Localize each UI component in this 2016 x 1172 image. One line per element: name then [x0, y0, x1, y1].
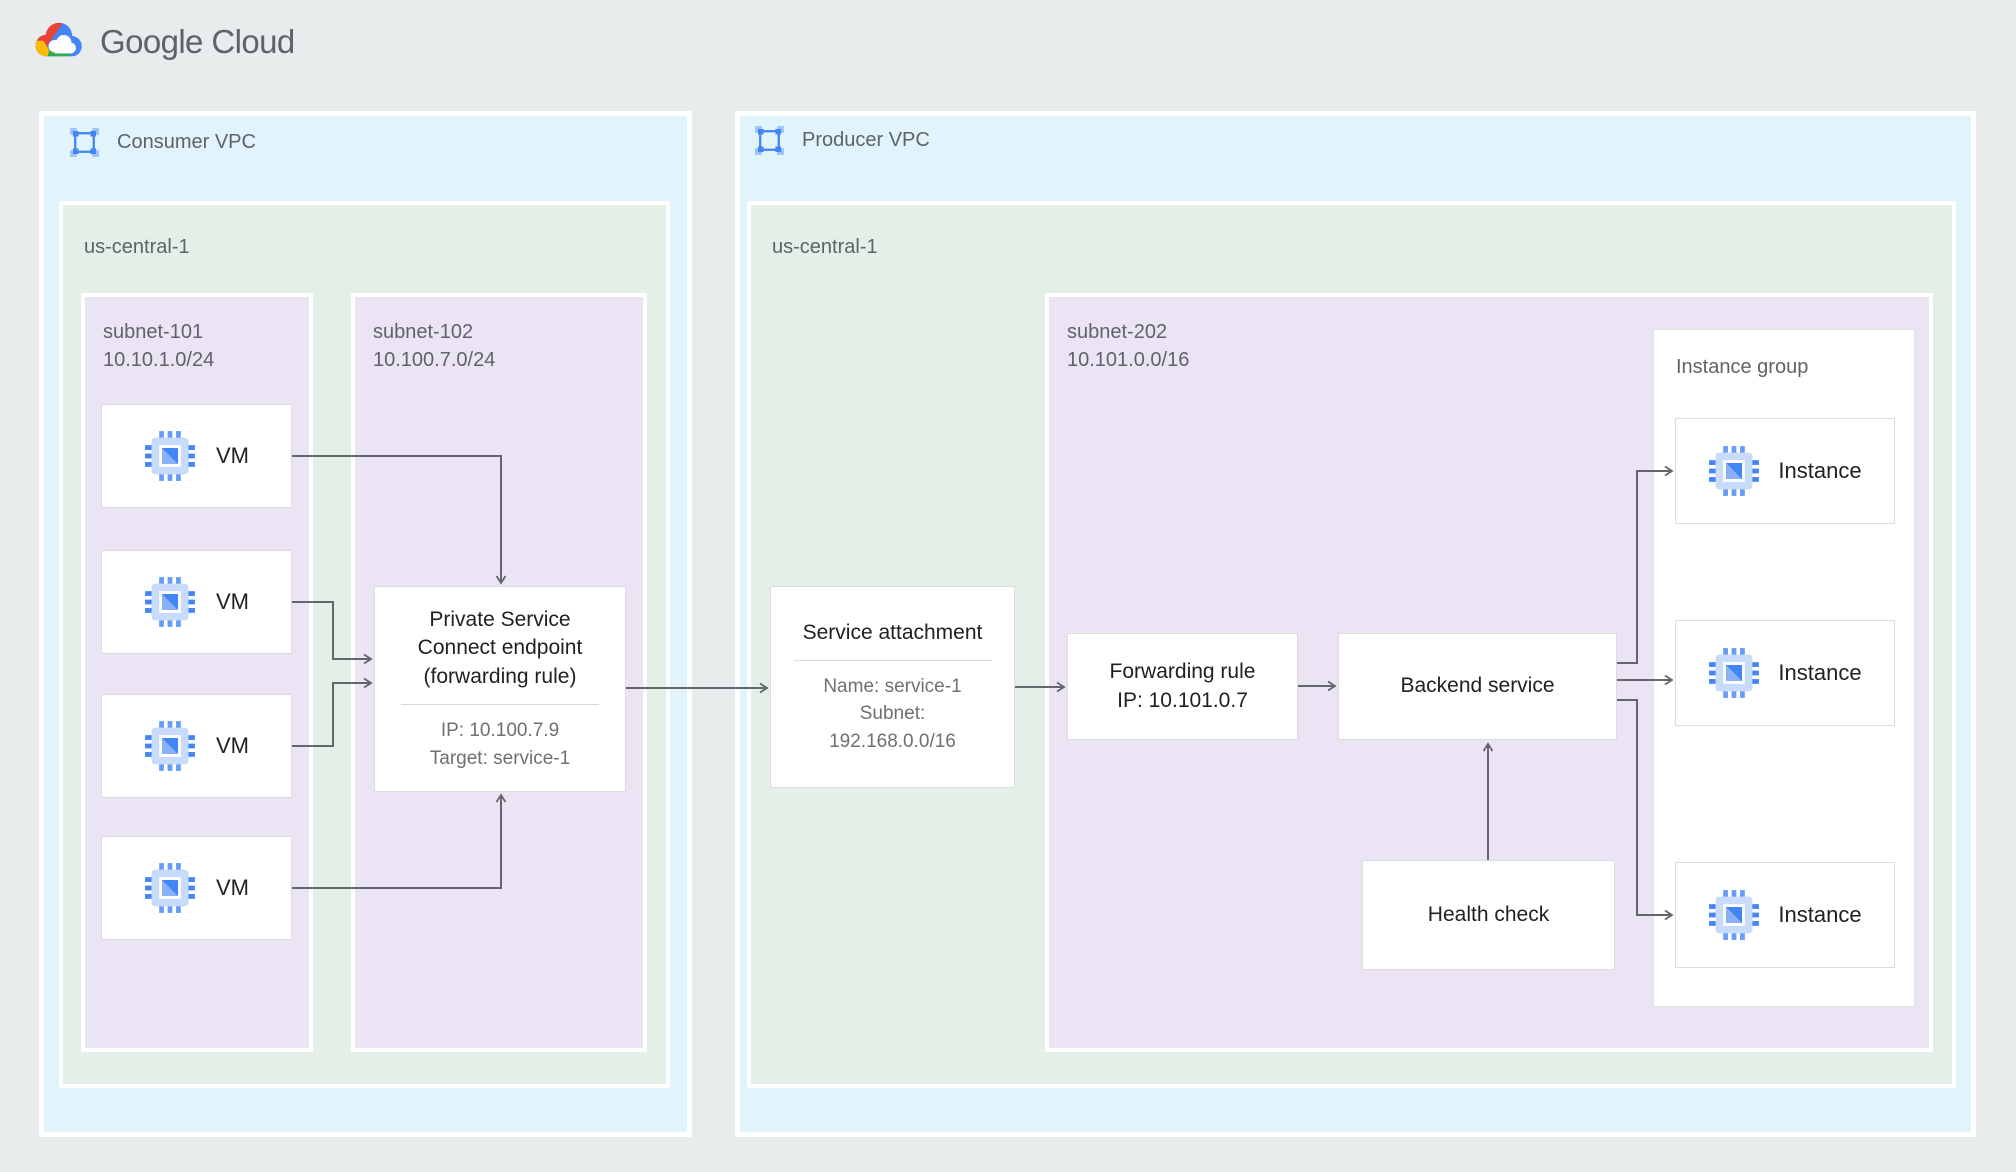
forwarding-rule-title: Forwarding rule [1109, 660, 1256, 684]
vpc-network-icon [753, 124, 786, 157]
vpc-network-icon [68, 126, 101, 159]
health-check-node: Health check [1362, 860, 1615, 970]
consumer-vpc-label: Consumer VPC [117, 131, 256, 153]
health-check-label: Health check [1427, 902, 1550, 926]
psc-endpoint-target: Target: service-1 [429, 747, 571, 769]
instance-label: Instance [1778, 458, 1862, 483]
vm-node-4: VM [101, 836, 292, 940]
compute-engine-icon [145, 721, 195, 771]
service-attachment-details: Name: service-1 Subnet: 192.168.0.0/16 [803, 673, 983, 756]
subnet-101-cidr: 10.10.1.0/24 [103, 349, 215, 371]
consumer-region-label: us-central-1 [84, 236, 190, 258]
vm-label: VM [216, 443, 249, 468]
backend-service-node: Backend service [1338, 633, 1617, 740]
google-cloud-logo-icon [35, 22, 82, 57]
forwarding-rule-node: Forwarding rule IP: 10.101.0.7 [1067, 633, 1298, 740]
divider [793, 659, 992, 661]
producer-vpc-label: Producer VPC [802, 129, 930, 151]
subnet-202-name: subnet-202 [1067, 321, 1168, 343]
subnet-102-label: subnet-102 10.100.7.0/24 [373, 318, 495, 374]
producer-vpc-header: Producer VPC [753, 124, 930, 157]
psc-endpoint-title: Private Service Connect endpoint (forwar… [417, 607, 583, 688]
subnet-101-label: subnet-101 10.10.1.0/24 [103, 318, 214, 374]
producer-region-label: us-central-1 [772, 236, 878, 258]
vm-node-1: VM [101, 404, 292, 508]
instance-node-3: Instance [1675, 862, 1895, 968]
logo-wordmark: Google Cloud [100, 23, 295, 60]
psc-endpoint-ip: IP: 10.100.7.9 [440, 719, 560, 741]
compute-engine-icon [145, 431, 195, 481]
instance-label: Instance [1778, 660, 1862, 685]
google-cloud-logo: Google Cloud [30, 18, 295, 66]
service-attachment-title: Service attachment [802, 620, 983, 644]
instance-node-2: Instance [1675, 620, 1895, 726]
service-attachment-node: Service attachment Name: service-1 Subne… [770, 586, 1015, 788]
vm-label: VM [216, 733, 249, 758]
vm-node-3: VM [101, 694, 292, 798]
compute-engine-icon [1709, 890, 1760, 940]
instance-node-1: Instance [1675, 418, 1895, 524]
subnet-102-cidr: 10.100.7.0/24 [373, 349, 496, 371]
vm-node-2: VM [101, 550, 292, 654]
compute-engine-icon [145, 577, 195, 627]
vm-label: VM [216, 875, 249, 900]
backend-service-label: Backend service [1400, 674, 1555, 698]
subnet-102-name: subnet-102 [373, 321, 474, 343]
subnet-101-name: subnet-101 [103, 321, 204, 343]
service-attachment-name: Name: service-1 [823, 675, 962, 697]
psc-endpoint-details: IP: 10.100.7.9 Target: service-1 [430, 717, 570, 772]
compute-engine-icon [145, 863, 195, 913]
consumer-vpc-header: Consumer VPC [68, 126, 256, 159]
service-attachment-subnet: Subnet: 192.168.0.0/16 [829, 703, 956, 752]
psc-endpoint-node: Private Service Connect endpoint (forwar… [374, 586, 626, 792]
subnet-202-cidr: 10.101.0.0/16 [1067, 349, 1190, 371]
divider [401, 703, 599, 705]
compute-engine-icon [1709, 446, 1760, 496]
subnet-202-label: subnet-202 10.101.0.0/16 [1067, 318, 1189, 374]
forwarding-rule-ip: IP: 10.101.0.7 [1117, 688, 1248, 712]
compute-engine-icon [1709, 648, 1760, 698]
instance-group-label: Instance group [1676, 356, 1809, 378]
instance-label: Instance [1778, 902, 1862, 927]
vm-label: VM [216, 589, 249, 614]
